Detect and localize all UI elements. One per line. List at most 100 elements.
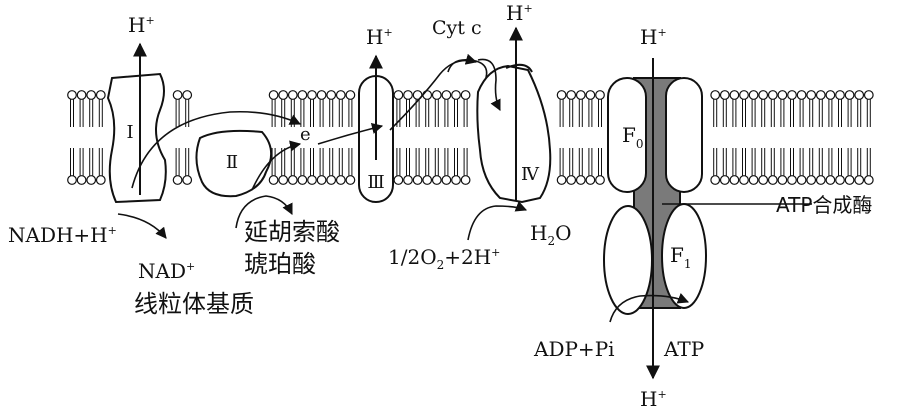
oxygen-arrow xyxy=(467,201,528,241)
lipid-head xyxy=(815,90,826,100)
atp-arrow xyxy=(609,293,690,323)
lipid-head xyxy=(815,175,826,185)
lipid-head xyxy=(748,90,759,100)
lipid-head xyxy=(67,175,77,185)
lipid-head xyxy=(268,90,279,100)
lipid-head xyxy=(748,175,759,185)
nad-label: NAD+ xyxy=(138,259,195,283)
lipid-head xyxy=(854,90,865,100)
fumarate-label: 延胡索酸 xyxy=(244,218,340,246)
electron-arrow-1 xyxy=(131,110,302,189)
lipid-head xyxy=(441,175,452,185)
cyt-c-label: Cyt c xyxy=(432,17,482,39)
lipid-head xyxy=(758,175,769,185)
lipid-head xyxy=(556,90,567,100)
lipid-head xyxy=(787,175,797,185)
lipid-head xyxy=(806,90,817,100)
nadh-arrow xyxy=(117,213,167,239)
f0-right-subunit xyxy=(665,77,703,193)
water-label: H2O xyxy=(530,221,572,248)
lipid-head xyxy=(719,175,730,185)
lipid-head xyxy=(739,175,749,185)
lipid-head xyxy=(412,175,423,185)
lipid-head xyxy=(844,90,855,100)
lipid-head xyxy=(835,175,845,185)
matrix-label: 线粒体基质 xyxy=(134,290,254,318)
lipid-head xyxy=(431,90,442,100)
lipid-head xyxy=(585,175,596,185)
f1-label: F1 xyxy=(670,243,692,271)
lipid-head xyxy=(86,175,97,185)
complex-1-shape xyxy=(106,72,167,204)
lipid-head xyxy=(460,175,471,185)
lipid-head xyxy=(451,175,461,185)
lipid-head xyxy=(796,90,807,100)
electron-arrow-3 xyxy=(317,123,384,145)
complex-4-label: Ⅳ xyxy=(521,164,540,185)
lipid-head xyxy=(854,175,865,185)
lipid-head xyxy=(268,175,279,185)
lipid-head xyxy=(278,175,289,185)
lipid-head xyxy=(287,90,298,100)
lipid-head xyxy=(287,175,298,185)
lipid-head xyxy=(806,175,817,185)
lipid-head xyxy=(451,90,461,100)
electron-label: e xyxy=(300,124,311,145)
electron-arrow-2 xyxy=(251,140,302,191)
lipid-head xyxy=(556,175,567,185)
lipid-head xyxy=(844,175,855,185)
lipid-head xyxy=(278,90,289,100)
lipid-head xyxy=(777,175,788,185)
oxygen-label: 1/2O2+2H+ xyxy=(388,245,500,272)
h-plus-label-1: H+ xyxy=(128,13,155,37)
succinate-arrow xyxy=(235,195,293,229)
lipid-head xyxy=(566,175,577,185)
lipid-head xyxy=(863,175,874,185)
complex-4-shape xyxy=(476,64,552,204)
lipid-head xyxy=(403,175,413,185)
h-plus-label-2: H+ xyxy=(366,25,393,49)
lipid-head xyxy=(307,175,317,185)
lipid-head xyxy=(182,90,193,100)
lipid-head xyxy=(758,90,769,100)
h-plus-label-3: H+ xyxy=(506,1,533,25)
lipid-head xyxy=(316,175,327,185)
lipid-head xyxy=(796,175,807,185)
lipid-head xyxy=(297,175,308,185)
lipid-bilayer xyxy=(67,90,874,185)
lipid-head xyxy=(393,90,404,100)
complex-4-top xyxy=(505,63,533,73)
complex-2-label: Ⅱ xyxy=(226,152,238,173)
lipid-head xyxy=(76,175,87,185)
lipid-head xyxy=(767,90,778,100)
lipid-head xyxy=(335,90,346,100)
lipid-head xyxy=(460,90,471,100)
lipid-head xyxy=(182,175,193,185)
lipid-head xyxy=(595,175,605,185)
lipid-head xyxy=(86,90,97,100)
f0-left-subunit xyxy=(607,77,647,193)
lipid-head xyxy=(326,90,337,100)
h-plus-label-bottom: H+ xyxy=(640,387,667,411)
lipid-head xyxy=(335,175,346,185)
complex-3-label: Ⅲ xyxy=(367,172,384,193)
lipid-head xyxy=(441,90,452,100)
lipid-head xyxy=(422,90,433,100)
lipid-head xyxy=(95,90,106,100)
lipid-head xyxy=(729,90,740,100)
lipid-head xyxy=(307,90,317,100)
lipid-head xyxy=(326,175,337,185)
lipid-head xyxy=(777,90,788,100)
atp-label: ATP xyxy=(663,337,704,361)
h-plus-label-4: H+ xyxy=(640,25,667,49)
lipid-head xyxy=(835,90,845,100)
lipid-head xyxy=(67,90,77,100)
lipid-head xyxy=(393,175,404,185)
lipid-head xyxy=(297,90,308,100)
lipid-head xyxy=(710,90,721,100)
atp-synthase-label: ATP合成酶 xyxy=(776,193,872,217)
lipid-head xyxy=(863,90,874,100)
lipid-head xyxy=(729,175,740,185)
